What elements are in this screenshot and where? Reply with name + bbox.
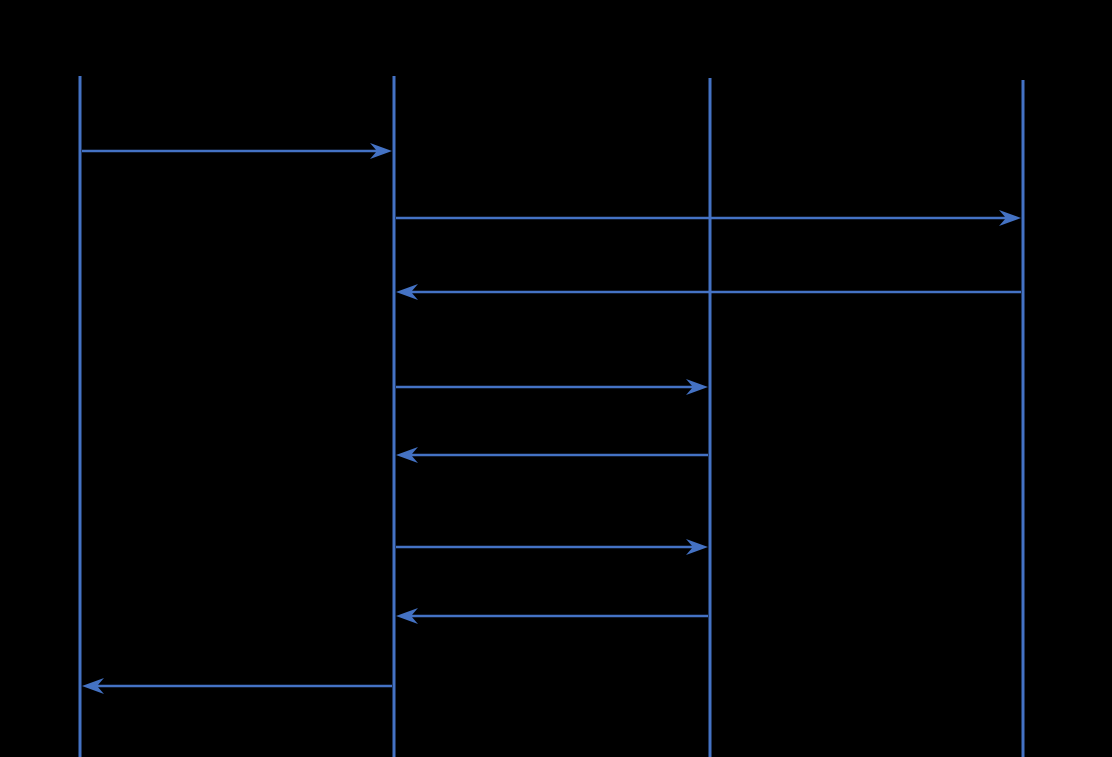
message-arrow	[396, 284, 1021, 300]
message-arrow	[396, 210, 1021, 226]
arrowhead-icon	[396, 447, 418, 463]
message-arrow	[82, 143, 392, 159]
arrowhead-icon	[396, 284, 418, 300]
message-arrow	[82, 678, 392, 694]
message-arrow	[396, 608, 708, 624]
arrowhead-icon	[82, 678, 104, 694]
arrowhead-icon	[686, 539, 708, 555]
message-arrow	[396, 447, 708, 463]
message-arrow	[396, 379, 708, 395]
arrowhead-icon	[396, 608, 418, 624]
arrowhead-icon	[370, 143, 392, 159]
message-arrow	[396, 539, 708, 555]
arrowhead-icon	[999, 210, 1021, 226]
arrowhead-icon	[686, 379, 708, 395]
